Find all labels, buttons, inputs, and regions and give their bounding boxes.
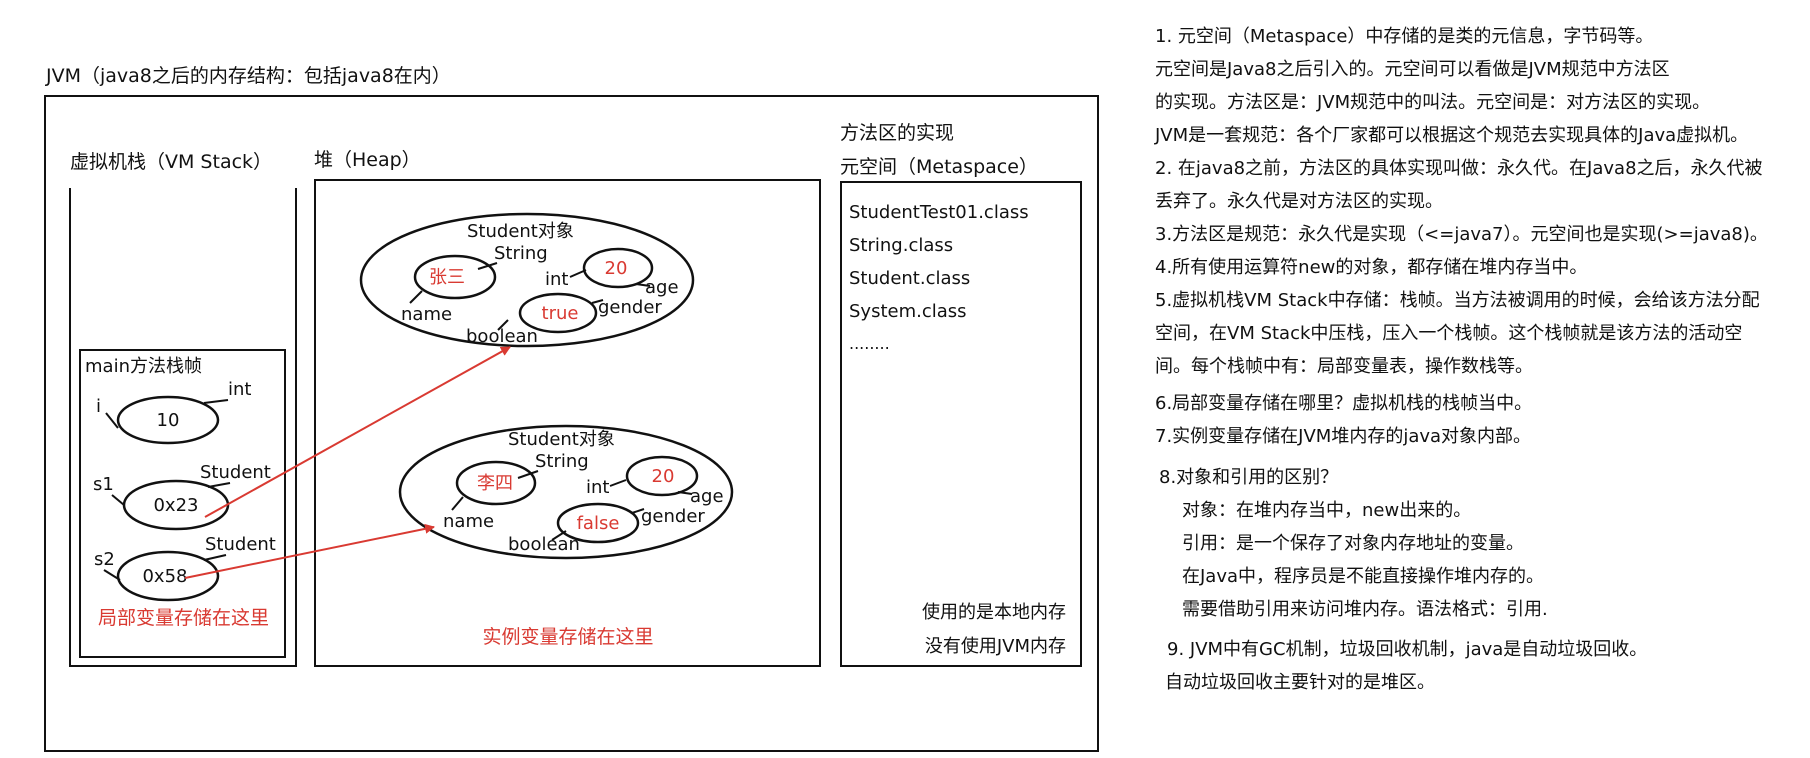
obj1-gender-slot [518, 292, 598, 334]
obj2-string-line [517, 470, 539, 479]
obj1-name-value: 张三 [429, 267, 465, 288]
stack-container [69, 188, 297, 667]
metaspace-box [840, 181, 1082, 667]
obj1-title: Student对象 [467, 221, 574, 242]
note-line: 自动垃圾回收主要针对的是堆区。 [1165, 672, 1435, 693]
note-line: 引用：是一个保存了对象内存地址的变量。 [1182, 533, 1524, 554]
heap-label: 堆（Heap） [314, 149, 421, 171]
note-line: 5.虚拟机栈VM Stack中存储：栈帧。当方法被调用的时候，会给该方法分配 [1155, 290, 1760, 311]
note-line: 1. 元空间（Metaspace）中存储的是类的元信息，字节码等。 [1155, 26, 1654, 47]
heap-box [314, 179, 821, 667]
obj2-int-line [609, 479, 627, 487]
var-i-type-line [203, 399, 229, 404]
note-line: 丢弃了。永久代是对方法区的实现。 [1155, 191, 1443, 212]
note-line: 6.局部变量存储在哪里？虚拟机栈的栈帧当中。 [1155, 393, 1533, 414]
var-s1-name: s1 [93, 474, 114, 495]
obj2-name-slot [455, 460, 537, 506]
obj1-gender-value: true [542, 303, 579, 324]
stack-label: 虚拟机栈（VM Stack） [70, 151, 272, 173]
main-frame-label: main方法栈帧 [85, 356, 202, 377]
var-s2-name-line [103, 569, 121, 581]
var-i-name-line [105, 412, 119, 429]
obj1-gender-line [591, 299, 604, 304]
note-line: 7.实例变量存储在JVM堆内存的java对象内部。 [1155, 426, 1532, 447]
obj1-bool-line [497, 319, 509, 331]
obj1-name-line [409, 290, 423, 304]
metaspace-note-2: 没有使用JVM内存 [925, 636, 1066, 657]
obj1-age-field: age [645, 277, 679, 298]
note-line: 元空间是Java8之后引入的。元空间可以看做是JVM规范中方法区 [1155, 59, 1670, 80]
obj2-int-type: int [586, 477, 609, 498]
obj2-gender-slot [556, 502, 640, 544]
obj2-name-value: 李四 [477, 473, 513, 494]
student-object-1 [359, 212, 695, 348]
note-line: 2. 在java8之前，方法区的具体实现叫做：永久代。在Java8之后，永久代被 [1155, 158, 1763, 179]
obj1-age-line [635, 283, 651, 287]
obj2-name-field: name [443, 511, 494, 532]
class-item: StudentTest01.class [849, 202, 1029, 223]
obj2-gender-line [631, 508, 645, 514]
metaspace-note-1: 使用的是本地内存 [922, 602, 1066, 623]
obj2-age-slot [625, 455, 699, 497]
obj1-bool-type: boolean [466, 326, 538, 347]
notes-panel: 1. 元空间（Metaspace）中存储的是类的元信息，字节码等。 元空间是Ja… [1155, 0, 1805, 758]
obj1-age-value: 20 [605, 258, 628, 279]
obj1-int-type: int [545, 269, 568, 290]
note-line: 对象：在堆内存当中，new出来的。 [1182, 500, 1472, 521]
note-line: 8.对象和引用的区别？ [1159, 467, 1339, 488]
obj2-bool-line [551, 530, 567, 541]
obj2-age-line [677, 491, 693, 495]
obj2-name-line [451, 496, 464, 511]
metaspace-label-1: 方法区的实现 [840, 122, 954, 144]
var-s2-slot [116, 550, 220, 602]
note-line: 间。每个栈帧中有：局部变量表，操作数栈等。 [1155, 356, 1533, 377]
var-s1-name-line [111, 494, 125, 506]
note-line: 3.方法区是规范：永久代是实现（<=java7）。元空间也是实现(>=java8… [1155, 224, 1768, 245]
var-i-slot [116, 395, 220, 445]
var-s1-value: 0x23 [153, 495, 198, 516]
obj2-gender-value: false [577, 513, 620, 534]
var-i-value: 10 [157, 410, 180, 431]
note-line: 的实现。方法区是：JVM规范中的叫法。元空间是：对方法区的实现。 [1155, 92, 1711, 113]
class-item: ........ [849, 334, 890, 353]
heap-note: 实例变量存储在这里 [482, 626, 653, 648]
obj1-name-slot [413, 254, 497, 300]
metaspace-label-2: 元空间（Metaspace） [840, 156, 1038, 178]
class-item: String.class [849, 235, 953, 256]
stack-note: 局部变量存储在这里 [98, 607, 269, 629]
jvm-box [44, 95, 1099, 752]
obj2-title: Student对象 [508, 429, 615, 450]
obj2-gender-field: gender [641, 506, 705, 527]
var-i-name: i [96, 396, 101, 417]
note-line: 需要借助引用来访问堆内存。语法格式：引用. [1182, 599, 1548, 620]
s1-reference-arrow [204, 346, 511, 518]
note-line: JVM是一套规范：各个厂家都可以根据这个规范去实现具体的Java虚拟机。 [1155, 125, 1749, 146]
s2-reference-arrow [184, 523, 435, 579]
obj1-name-field: name [401, 304, 452, 325]
var-s2-value: 0x58 [142, 566, 187, 587]
jvm-title: JVM（java8之后的内存结构：包括java8在内） [45, 65, 451, 87]
obj1-age-slot [582, 247, 654, 289]
var-s2-type-line [203, 554, 227, 561]
obj1-string-type: String [494, 243, 548, 264]
note-line: 4.所有使用运算符new的对象，都存储在堆内存当中。 [1155, 257, 1588, 278]
note-line: 9. JVM中有GC机制，垃圾回收机制，java是自动垃圾回收。 [1167, 639, 1648, 660]
note-line: 在Java中，程序员是不能直接操作堆内存的。 [1182, 566, 1545, 587]
jvm-memory-diagram: JVM（java8之后的内存结构：包括java8在内） 虚拟机栈（VM Stac… [44, 65, 1099, 752]
var-s1-type: Student [200, 462, 271, 483]
main-frame-box [79, 349, 286, 658]
var-i-type: int [228, 379, 251, 400]
class-item: Student.class [849, 268, 970, 289]
obj1-gender-field: gender [598, 297, 662, 318]
var-s1-type-line [207, 482, 231, 488]
obj2-age-value: 20 [652, 466, 675, 487]
class-item: System.class [849, 301, 967, 322]
note-line: 空间，在VM Stack中压栈，压入一个栈帧。这个栈帧就是该方法的活动空 [1155, 323, 1743, 344]
obj2-string-type: String [535, 451, 589, 472]
obj2-age-field: age [690, 486, 724, 507]
obj2-bool-type: boolean [508, 534, 580, 555]
var-s2-name: s2 [94, 549, 115, 570]
student-object-2 [398, 424, 734, 560]
var-s2-type: Student [205, 534, 276, 555]
